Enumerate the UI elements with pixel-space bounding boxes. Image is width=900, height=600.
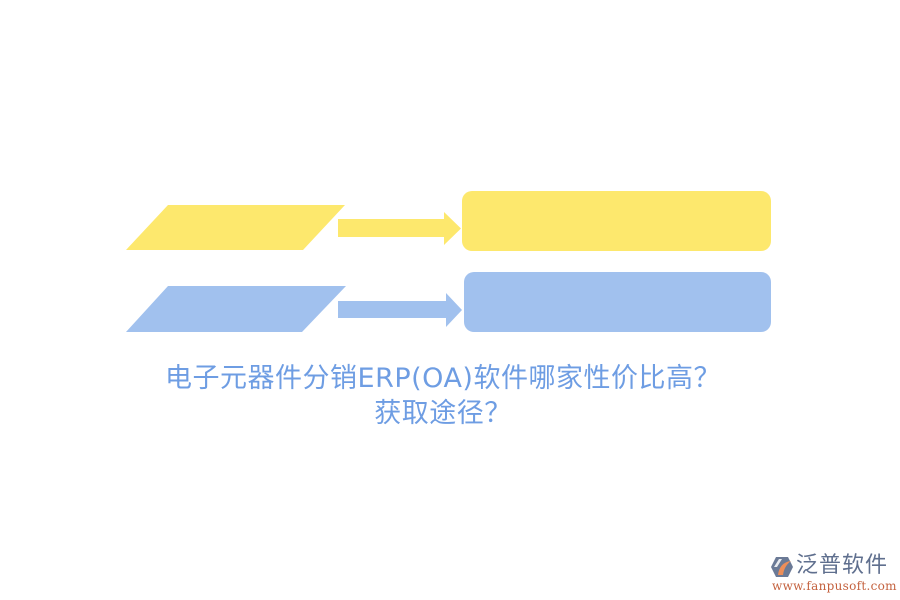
page-title-line1: 电子元器件分销ERP(OA)软件哪家性价比高？ (165, 363, 721, 394)
blue-output-box (464, 272, 771, 332)
page-title-line2: 获取途径？ (374, 398, 512, 429)
logo-url-text: www.fanpusoft.com (772, 579, 897, 593)
blue-parallelogram (126, 286, 346, 332)
yellow-parallelogram (126, 205, 345, 250)
yellow-output-box (462, 191, 771, 251)
fanpu-logo-icon (771, 557, 793, 577)
logo-brand-name: 泛普软件 (796, 553, 889, 578)
yellow-right-arrow-icon (338, 212, 461, 245)
blue-right-arrow-icon (338, 293, 462, 327)
brand-logo: 泛普软件 www.fanpusoft.com (770, 552, 897, 596)
